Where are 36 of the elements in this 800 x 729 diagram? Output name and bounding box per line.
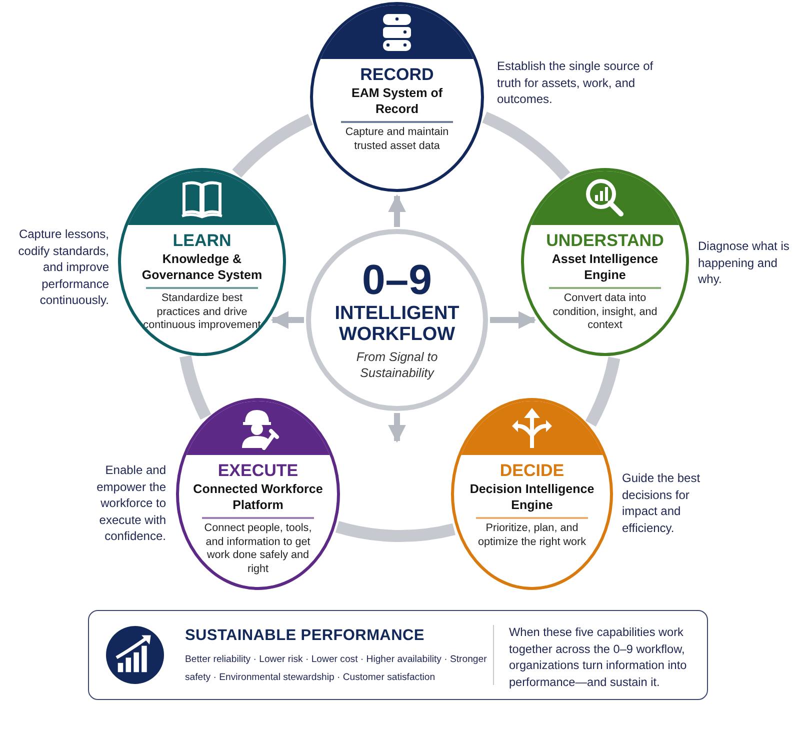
system-name: Knowledge & Governance System xyxy=(140,252,264,284)
stage-caption: Enable and empower the workforce to execute with confidence. xyxy=(96,462,166,545)
stage-title: DECIDE xyxy=(500,461,564,481)
hub-number: 0–9 xyxy=(362,258,432,301)
benefit-list: Better reliability · Lower risk · Lower cost · Higher availability · Stronger safety · Environmental stewardship · Customer satisfaction xyxy=(185,651,489,686)
stage-title: EXECUTE xyxy=(218,461,298,481)
summary-panel xyxy=(88,610,708,700)
stage-description: Standardize best practices and drive continuous improvement xyxy=(143,292,261,334)
stage-description: Connect people, tools, and information to get work done safely and right xyxy=(203,522,313,577)
stage-caption: Diagnose what is happening and why. xyxy=(698,238,790,288)
stage-title: RECORD xyxy=(360,65,434,85)
ring-connector xyxy=(180,355,212,420)
summary-text: When these five capabilities work together across the 0–9 workflow, organizations turn information into performance—and sustain it. xyxy=(509,624,688,690)
panel-title: SUSTAINABLE PERFORMANCE xyxy=(185,627,424,645)
hub-title: INTELLIGENT WORKFLOW xyxy=(334,302,460,346)
hub-subtitle: From Signal to Sustainability xyxy=(355,348,439,382)
ring-connector xyxy=(585,356,620,426)
system-name: EAM System of Record xyxy=(350,86,444,118)
stage-caption: Capture lessons, codify standards, and improve performance continuously. xyxy=(17,226,109,309)
ring-connector xyxy=(482,112,570,180)
stage-description: Prioritize, plan, and optimize the right work xyxy=(476,522,587,550)
arrow xyxy=(490,311,536,329)
arrow xyxy=(388,194,406,227)
stage-caption: Guide the best decisions for impact and efficiency. xyxy=(622,470,702,536)
system-name: Connected Workforce Platform xyxy=(193,482,323,514)
stage-caption: Establish the single source of truth for assets, work, and outcomes. xyxy=(497,58,654,108)
stage-title: LEARN xyxy=(172,231,232,251)
stage-title: UNDERSTAND xyxy=(546,231,664,251)
arrow xyxy=(388,413,406,443)
system-name: Decision Intelligence Engine xyxy=(468,482,596,514)
stage-description: Convert data into condition, insight, and context xyxy=(552,292,658,334)
system-name: Asset Intelligence Engine xyxy=(550,252,660,284)
arrow xyxy=(270,311,304,329)
ring-connector xyxy=(232,114,314,178)
ring-connector xyxy=(336,520,456,542)
stage-description: Capture and maintain trusted asset data xyxy=(344,126,450,154)
